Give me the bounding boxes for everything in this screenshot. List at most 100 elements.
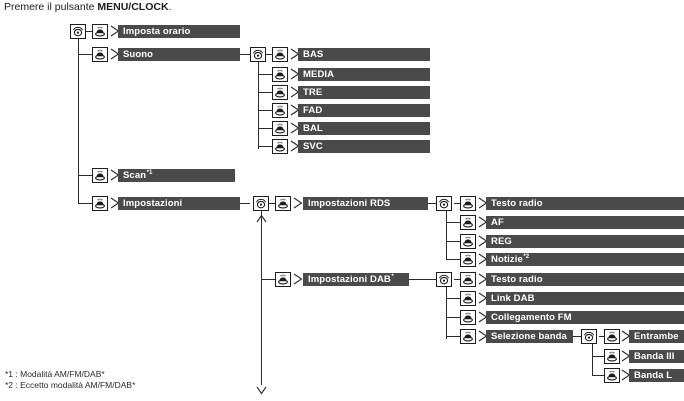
arrow-reg [478, 235, 488, 247]
branch-line-dab [261, 279, 275, 280]
menu-item-label: Testo radio [491, 198, 543, 209]
branch-line-fad [258, 110, 272, 111]
menu-item-svc[interactable]: SVC [298, 140, 430, 153]
arrow-testo-radio-dab [478, 273, 488, 285]
branch-line-collegamento [446, 317, 460, 318]
menu-item-label: Notizie*2 [491, 253, 530, 265]
press-knob-icon-banda-iii[interactable] [604, 349, 620, 364]
branch-line-bandaiii [592, 356, 604, 357]
link-banda-bar-to-dial [573, 336, 581, 337]
rotary-dial-icon-dab[interactable] [436, 272, 452, 287]
arrow-banda-l [621, 369, 631, 381]
menu-item-tre[interactable]: TRE [298, 86, 430, 99]
menu-item-label: BAS [303, 49, 324, 60]
menu-item-label: Impostazioni [123, 198, 183, 209]
press-knob-icon-testo-radio-rds[interactable] [460, 196, 476, 211]
menu-item-entrambe[interactable]: Entrambe [629, 330, 684, 343]
menu-item-impostazioni-rds[interactable]: Impostazioni RDS [303, 197, 428, 210]
arrow-fad [290, 104, 300, 116]
menu-item-notizie[interactable]: Notizie*2 [486, 253, 684, 266]
rotary-dial-icon-banda[interactable] [581, 329, 597, 344]
menu-item-scan[interactable]: Scan*1 [118, 169, 235, 182]
press-knob-icon-fad[interactable] [272, 103, 288, 118]
arrow-bas [290, 48, 300, 60]
menu-item-imposta-orario[interactable]: Imposta orario [118, 25, 240, 38]
link-suono-dial-to-press [266, 54, 274, 55]
arrow-entrambe [621, 330, 631, 342]
menu-item-bal[interactable]: BAL [298, 122, 430, 135]
menu-item-label: Impostazioni DAB* [308, 273, 394, 285]
arrow-af [478, 216, 488, 228]
menu-item-af[interactable]: AF [486, 216, 684, 229]
menu-item-reg[interactable]: REG [486, 235, 684, 248]
menu-item-label: AF [491, 217, 504, 228]
menu-item-impostazioni[interactable]: Impostazioni [118, 197, 240, 210]
branch-line-af [446, 222, 460, 223]
menu-item-testo-radio-rds[interactable]: Testo radio [486, 197, 684, 210]
menu-item-label: Banda III [634, 351, 675, 362]
rotary-dial-icon-impostazioni[interactable] [253, 196, 269, 211]
press-knob-icon-notizie[interactable] [460, 252, 476, 267]
link-suono-bar-to-dial [240, 54, 250, 55]
branch-line-bandal [592, 375, 604, 376]
menu-item-label: MEDIA [303, 69, 335, 80]
rotary-dial-icon[interactable] [70, 24, 86, 39]
menu-item-label: Imposta orario [123, 26, 191, 37]
press-knob-icon-suono[interactable] [92, 47, 108, 62]
press-knob-icon-link-dab[interactable] [460, 291, 476, 306]
menu-item-bas[interactable]: BAS [298, 48, 430, 61]
branch-line-tre [258, 92, 272, 93]
instruction-button-name: MENU/CLOCK [97, 1, 169, 13]
press-knob-icon-impostazioni[interactable] [92, 196, 108, 211]
menu-item-suono[interactable]: Suono [118, 48, 240, 61]
press-knob-icon-media[interactable] [272, 67, 288, 82]
link-rds-bar-to-dial [428, 203, 436, 204]
menu-item-fad[interactable]: FAD [298, 104, 430, 117]
press-knob-icon-testo-radio-dab[interactable] [460, 272, 476, 287]
press-knob-icon-entrambe[interactable] [604, 329, 620, 344]
menu-item-collegamento-fm[interactable]: Collegamento FM [486, 311, 684, 324]
footnote-1: *1 : Modalità AM/FM/DAB* [5, 369, 105, 379]
footnote-marker: *2 [523, 253, 530, 260]
branch-line-scan [78, 175, 92, 176]
menu-item-banda-l[interactable]: Banda L [629, 369, 684, 382]
rotary-dial-icon-rds[interactable] [436, 196, 452, 211]
trunk-line-impostazioni [261, 210, 262, 385]
menu-item-label: Link DAB [491, 293, 535, 304]
trunk-line-banda [592, 343, 593, 376]
rotary-dial-icon-suono[interactable] [250, 47, 266, 62]
press-knob-icon[interactable] [92, 24, 108, 39]
trunk-line-dab [446, 286, 447, 339]
press-knob-icon-tre[interactable] [272, 85, 288, 100]
arrow-impostazioni-dab [293, 273, 303, 285]
menu-item-label: Collegamento FM [491, 312, 572, 323]
press-knob-icon-af[interactable] [460, 215, 476, 230]
press-knob-icon-reg[interactable] [460, 234, 476, 249]
press-knob-icon-selezione-banda[interactable] [460, 329, 476, 344]
press-knob-icon-banda-l[interactable] [604, 368, 620, 383]
arrow-bal [290, 122, 300, 134]
arrow-media [290, 68, 300, 80]
press-knob-icon-dab[interactable] [275, 272, 291, 287]
menu-item-testo-radio-dab[interactable]: Testo radio [486, 273, 684, 286]
press-knob-icon-rds[interactable] [275, 196, 291, 211]
press-knob-icon-bal[interactable] [272, 121, 288, 136]
arrow-imposta-orario [110, 25, 120, 37]
press-knob-icon-svc[interactable] [272, 139, 288, 154]
menu-item-impostazioni-dab[interactable]: Impostazioni DAB* [303, 273, 409, 286]
link-root-to-press [86, 31, 94, 32]
menu-item-banda-iii[interactable]: Banda III [629, 350, 684, 363]
arrow-testo-radio-rds [478, 197, 488, 209]
link-rds-dial-to-press [454, 203, 462, 204]
arrow-tre [290, 86, 300, 98]
menu-item-label: FAD [303, 105, 323, 116]
menu-item-label: BAL [303, 123, 323, 134]
press-knob-icon-bas[interactable] [272, 47, 288, 62]
menu-item-link-dab[interactable]: Link DAB [486, 292, 684, 305]
menu-item-selezione-banda[interactable]: Selezione banda [486, 330, 573, 343]
press-knob-icon-collegamento-fm[interactable] [460, 310, 476, 325]
trunk-line-suono [258, 61, 259, 149]
menu-item-media[interactable]: MEDIA [298, 68, 430, 81]
press-knob-icon-scan[interactable] [92, 168, 108, 183]
